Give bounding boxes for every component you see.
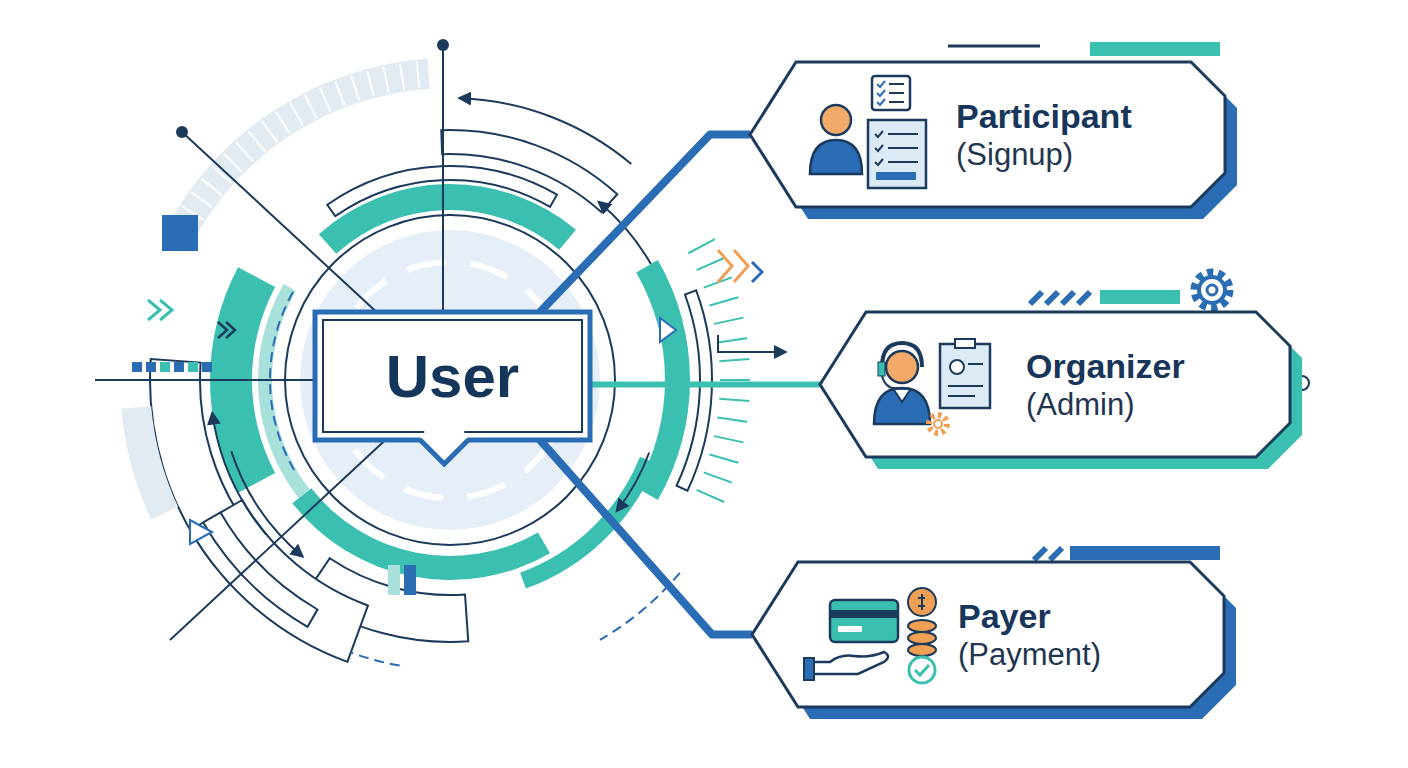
node-title: User <box>386 342 519 411</box>
connector <box>540 440 752 635</box>
node-title: Participant <box>956 96 1132 137</box>
node-title: Organizer <box>1026 346 1185 387</box>
role-box: Payer(Payment) <box>752 562 1224 707</box>
node-subtitle: (Signup) <box>956 136 1073 173</box>
node-title: Payer <box>958 596 1051 637</box>
role-box: Organizer(Admin) <box>820 312 1290 457</box>
node-subtitle: (Admin) <box>1026 386 1135 423</box>
role-box: Participant(Signup) <box>750 62 1225 207</box>
node-subtitle: (Payment) <box>958 636 1101 673</box>
user-box: User <box>315 312 590 440</box>
connector <box>590 382 820 388</box>
connector <box>540 135 750 313</box>
